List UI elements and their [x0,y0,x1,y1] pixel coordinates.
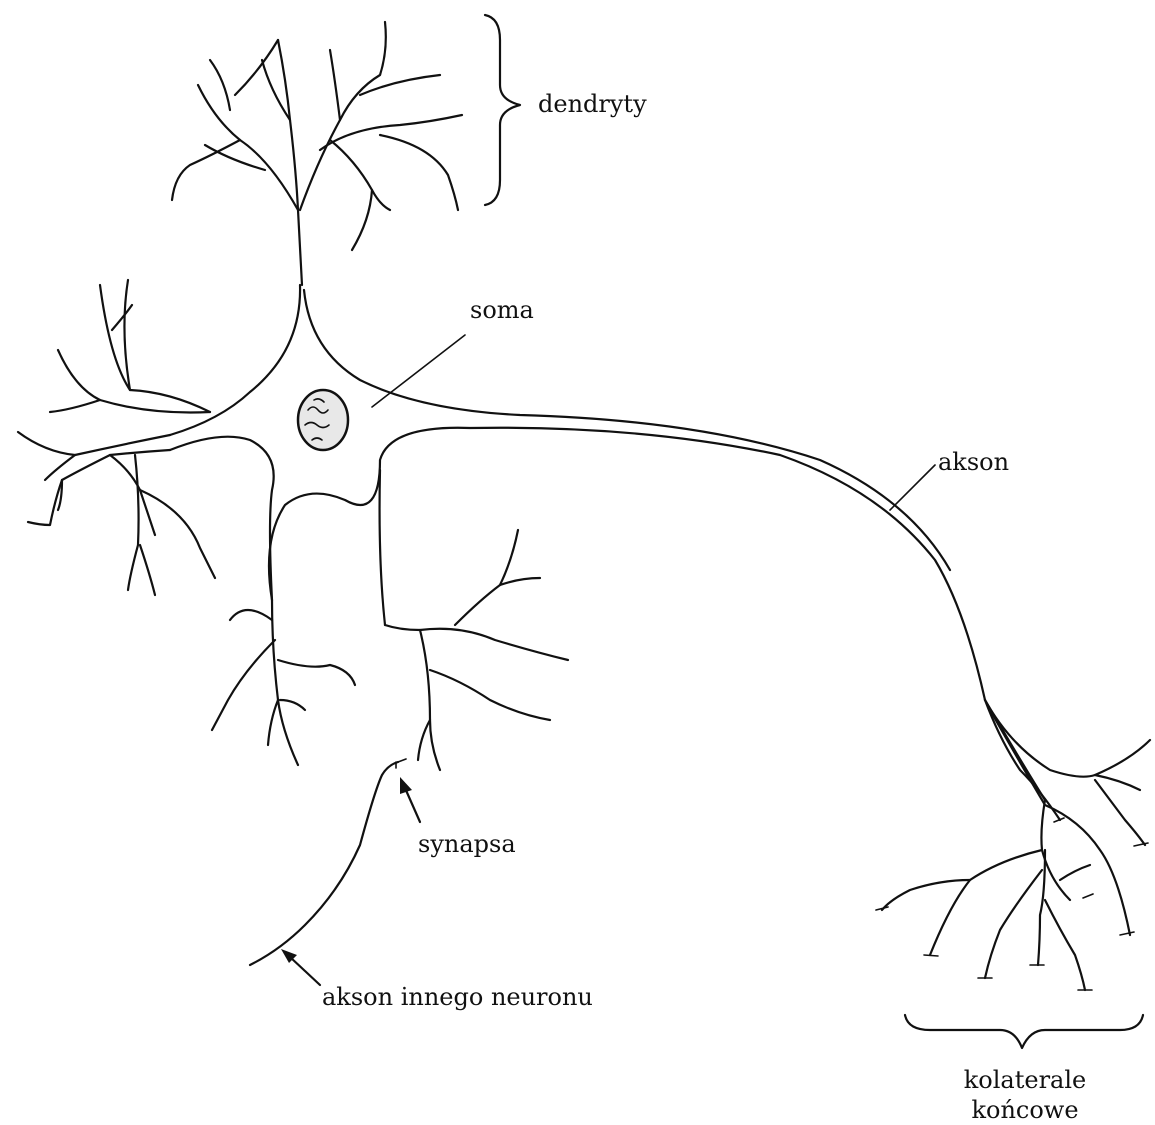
label-dendrites: dendryty [538,90,647,118]
label-other-axon: akson innego neuronu [322,983,593,1011]
dendrites-left [18,280,215,595]
nucleus [298,390,348,450]
synapse-arrowhead [400,777,412,794]
dendrites-lower [212,530,568,770]
label-soma: soma [470,296,534,324]
label-terminals-line1: kolaterale [964,1066,1086,1094]
label-axon: akson [938,448,1009,476]
dendrites-brace [485,15,520,205]
dendrites-upper [172,22,462,285]
terminals-brace [905,1015,1143,1048]
label-terminals-line2: końcowe [971,1096,1078,1124]
leader-lines [281,335,935,985]
axon-terminals [876,700,1150,990]
other-neuron-axon [250,759,406,965]
label-synapse: synapsa [418,830,516,858]
soma-body [170,285,985,700]
